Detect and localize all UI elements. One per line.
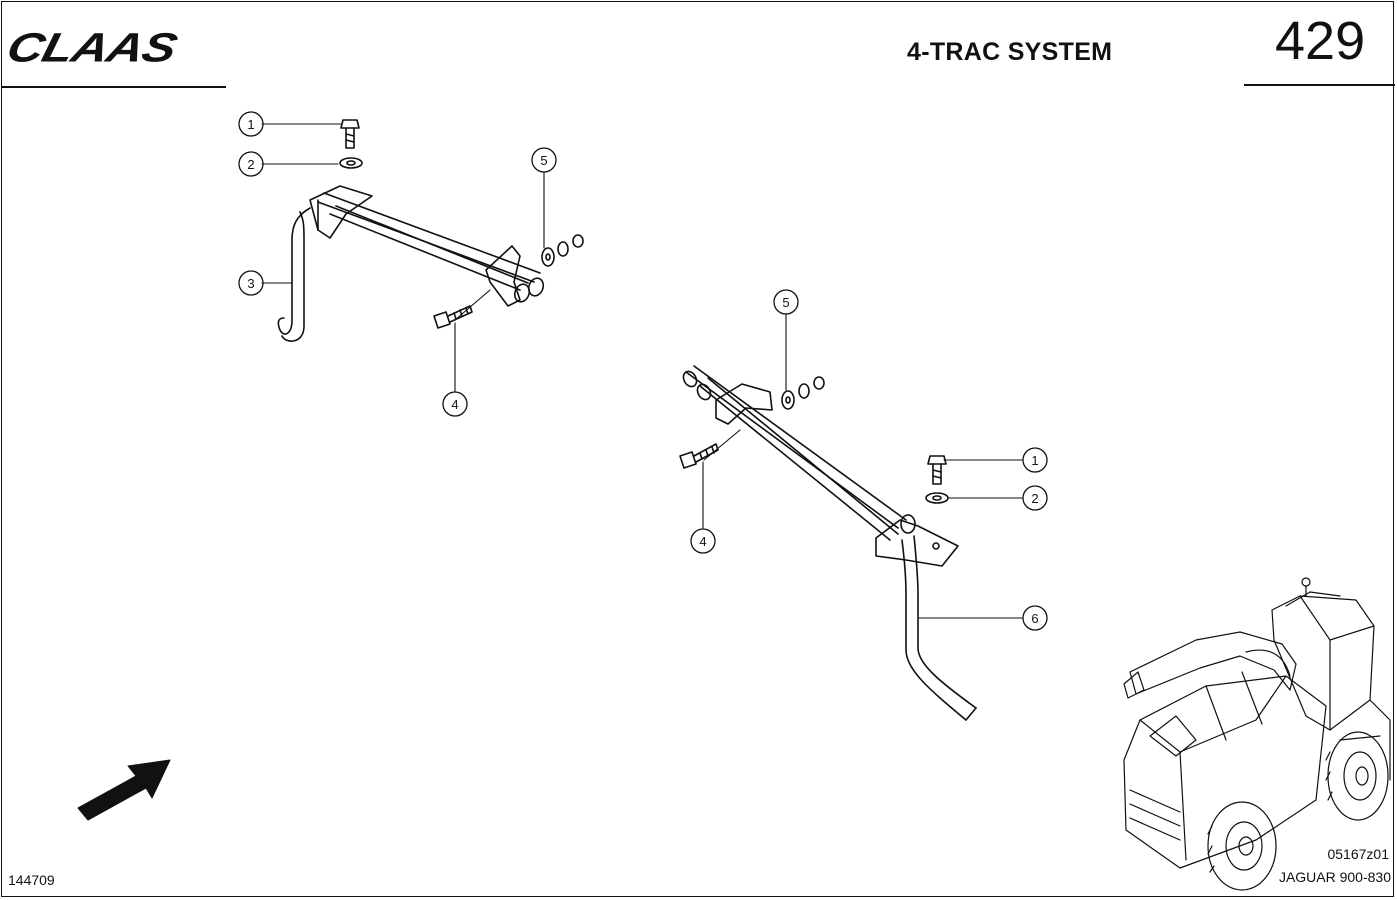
direction-arrow-icon (77, 759, 171, 821)
callout-right-4-label: 4 (699, 534, 706, 549)
document-id: 144709 (8, 872, 55, 888)
left-washer-nut-set (541, 234, 584, 267)
right-leader-lines (702, 313, 1023, 619)
callout-left-3-label: 3 (247, 276, 254, 291)
callout-right-5-label: 5 (782, 295, 789, 310)
left-rods (317, 192, 545, 303)
callout-right-1 (1022, 447, 1048, 473)
callout-left-4-label: 4 (451, 397, 458, 412)
page-number-underline (1244, 84, 1395, 86)
right-lower-bracket (875, 514, 959, 567)
left-bolt-long (433, 305, 473, 329)
callout-left-3 (238, 270, 264, 296)
left-washer-top (339, 157, 363, 169)
left-washer-top-hole (346, 160, 356, 166)
callout-right-2-label: 2 (1031, 491, 1038, 506)
left-leader-lines (261, 123, 545, 393)
callout-right-6 (1022, 605, 1048, 631)
callout-left-5 (531, 147, 557, 173)
right-washer-top-hole (932, 495, 942, 501)
callout-right-4 (690, 528, 716, 554)
model-label: JAGUAR 900-830 (1278, 869, 1391, 885)
callout-left-4 (442, 391, 468, 417)
left-hook-tube (277, 207, 311, 342)
harvester-illustration (1123, 577, 1391, 891)
page-number: 429 (1275, 11, 1366, 71)
right-bolt-top (927, 455, 947, 485)
right-upper-bracket (715, 383, 773, 425)
callout-right-5 (773, 289, 799, 315)
right-long-tube (901, 535, 977, 721)
left-rear-bracket (485, 245, 521, 307)
left-bolt-top (340, 119, 360, 149)
callout-right-1-label: 1 (1031, 453, 1038, 468)
logo-underline (2, 86, 226, 88)
callout-left-5-label: 5 (540, 153, 547, 168)
right-assembly (679, 313, 1023, 721)
callout-left-1 (238, 111, 264, 137)
callout-left-1-label: 1 (247, 117, 254, 132)
left-assembly (261, 119, 584, 393)
callout-left-2-label: 2 (247, 157, 254, 172)
image-code: 05167z01 (1327, 846, 1389, 862)
left-top-bracket (309, 185, 373, 239)
callout-left-2 (238, 151, 264, 177)
callout-labels: 1 2 3 4 5 5 1 2 4 6 (247, 117, 1038, 626)
right-bolt-long (679, 443, 719, 469)
callout-circles (238, 111, 1048, 631)
callout-right-6-label: 6 (1031, 611, 1038, 626)
right-washer-nut-set (781, 376, 825, 410)
callout-right-2 (1022, 485, 1048, 511)
right-washer-top (925, 492, 949, 504)
page-title: 4-TRAC SYSTEM (907, 38, 1113, 66)
